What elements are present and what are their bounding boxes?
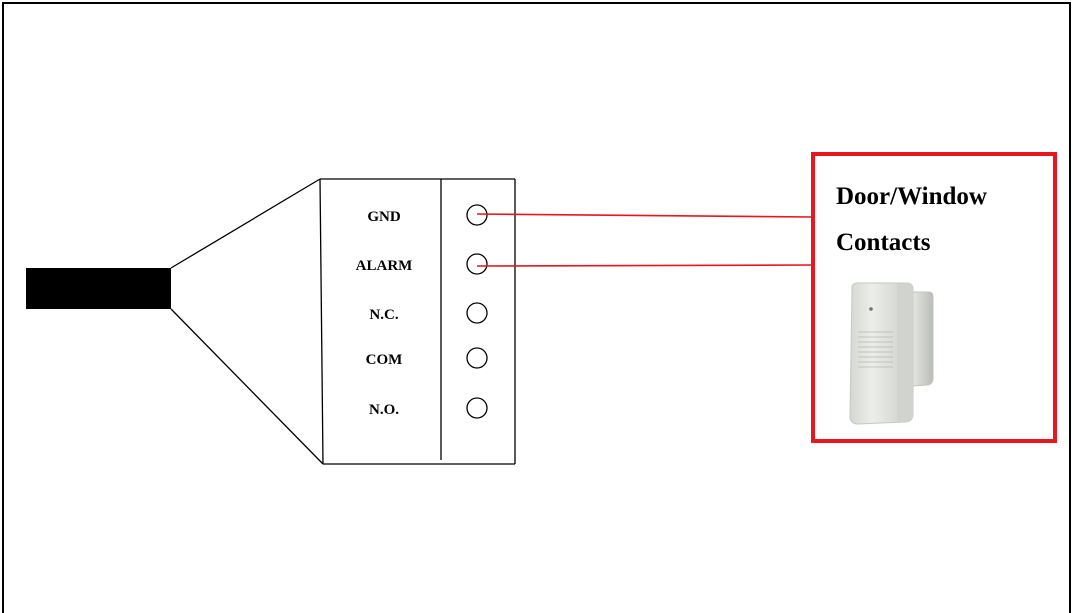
terminal-label-alarm: ALARM [356, 258, 413, 274]
terminal-screw-alarm [466, 253, 488, 275]
cable [26, 268, 171, 309]
terminal-block [319, 178, 516, 465]
fan-line-bottom [170, 308, 324, 465]
device-title-line2: Contacts [836, 229, 931, 256]
terminal-label-nc: N.C. [369, 307, 398, 323]
terminal-screw-no [466, 397, 488, 419]
terminal-label-gnd: GND [367, 209, 401, 225]
door-window-contacts-device: Door/Window Contacts [811, 152, 1057, 443]
terminal-screw-com [466, 347, 488, 369]
terminal-screw-gnd [466, 204, 488, 226]
terminal-row-no: N.O. [369, 397, 488, 419]
terminal-block-left-edge [319, 178, 324, 465]
terminal-row-com: COM [366, 347, 488, 369]
terminal-row-nc: N.C. [369, 302, 488, 324]
terminal-label-com: COM [366, 352, 403, 368]
terminal-label-no: N.O. [369, 402, 399, 418]
terminal-screw-nc [466, 302, 488, 324]
wire-gnd [476, 213, 814, 218]
terminal-row-alarm: ALARM [356, 253, 488, 275]
wire-alarm [476, 264, 814, 267]
device-title-line1: Door/Window [836, 183, 987, 210]
door-window-contact-sensor-icon [849, 282, 934, 425]
terminal-row-gnd: GND [367, 204, 488, 226]
fan-line-top [170, 178, 321, 269]
